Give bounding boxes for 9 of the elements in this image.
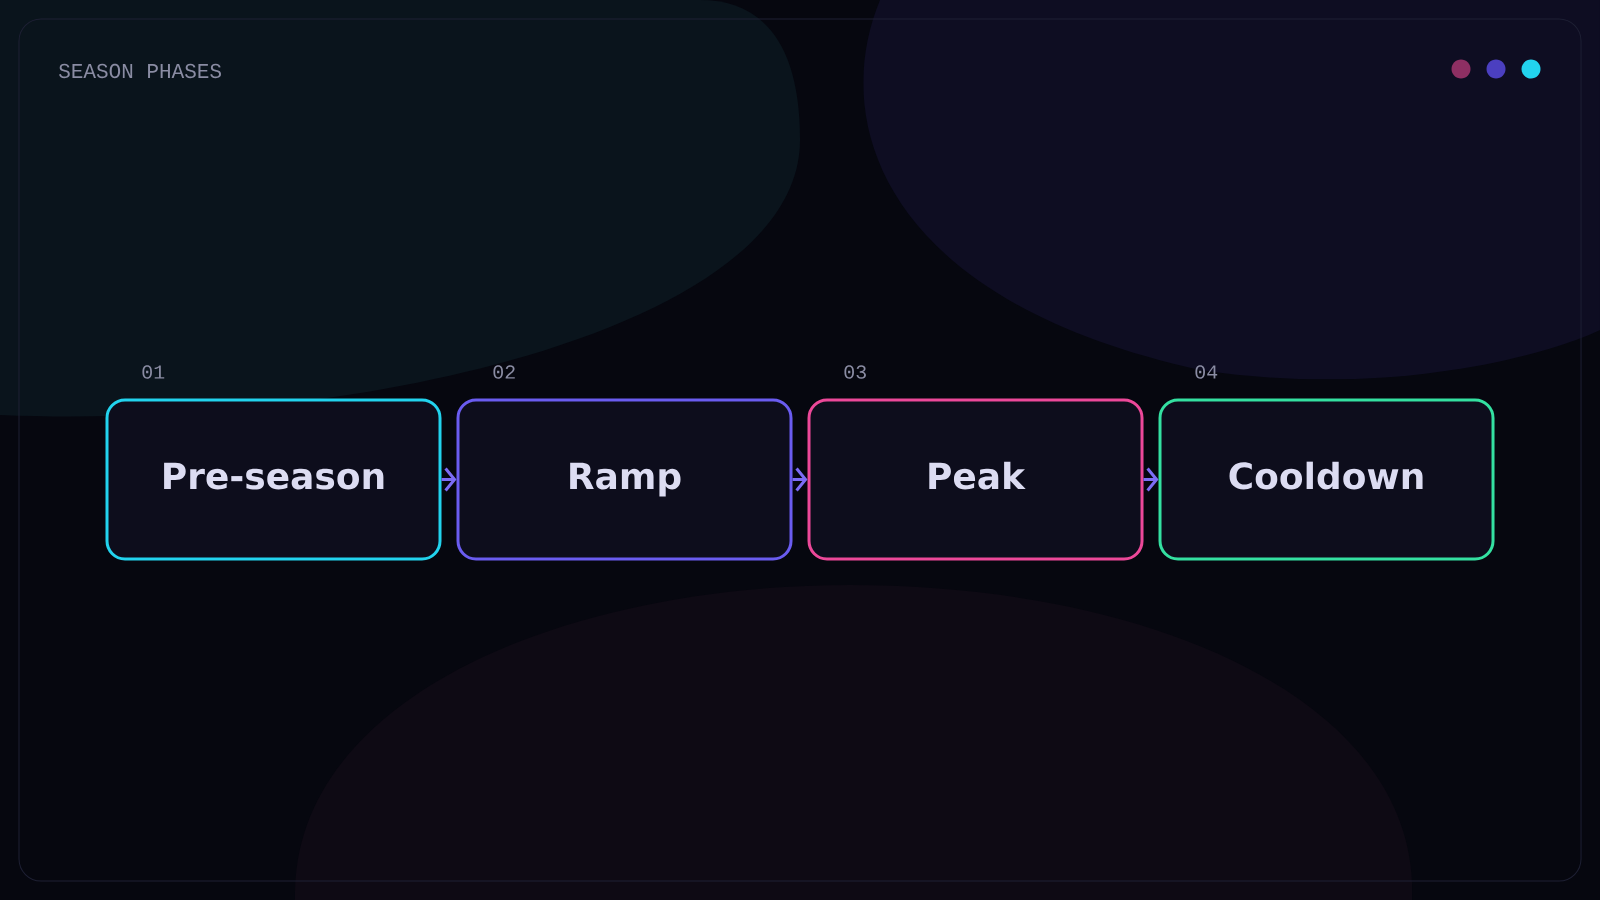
title: SEASON PHASES (59, 63, 221, 79)
step-number: 02 (493, 365, 515, 379)
step-number: 04 (1195, 365, 1218, 379)
step-number: 03 (844, 365, 866, 379)
phase-box: Cooldown (1158, 398, 1495, 561)
phase-box: Ramp (456, 398, 793, 561)
phase-box: Pre-season (105, 398, 442, 561)
phase-box: Peak (807, 398, 1144, 561)
step-number: 01 (142, 365, 165, 379)
